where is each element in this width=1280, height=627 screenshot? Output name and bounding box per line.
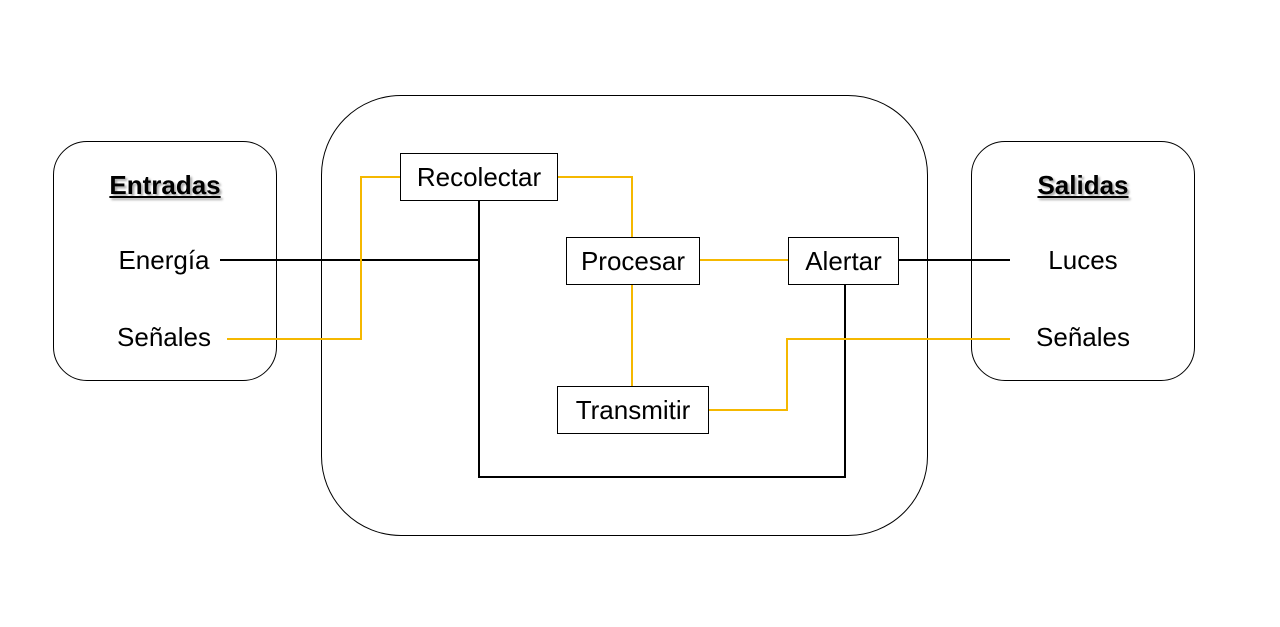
inputs-heading: Entradas	[109, 170, 221, 200]
output-lights-label: Luces	[1027, 245, 1139, 276]
energy-loop-line	[478, 200, 846, 478]
output-signal-line	[708, 338, 1010, 411]
outputs-heading: Salidas	[1037, 170, 1129, 200]
system-panel	[321, 95, 928, 536]
output-signals-label: Señales	[1027, 322, 1139, 353]
input-signals-label: Señales	[108, 322, 220, 353]
process-box: Procesar	[566, 237, 700, 285]
alert-box: Alertar	[788, 237, 899, 285]
input-signal-line	[227, 176, 401, 340]
collect-process-line	[557, 176, 633, 237]
transmit-box: Transmitir	[557, 386, 709, 434]
collect-box: Recolectar	[400, 153, 558, 201]
input-energy-label: Energía	[108, 245, 220, 276]
